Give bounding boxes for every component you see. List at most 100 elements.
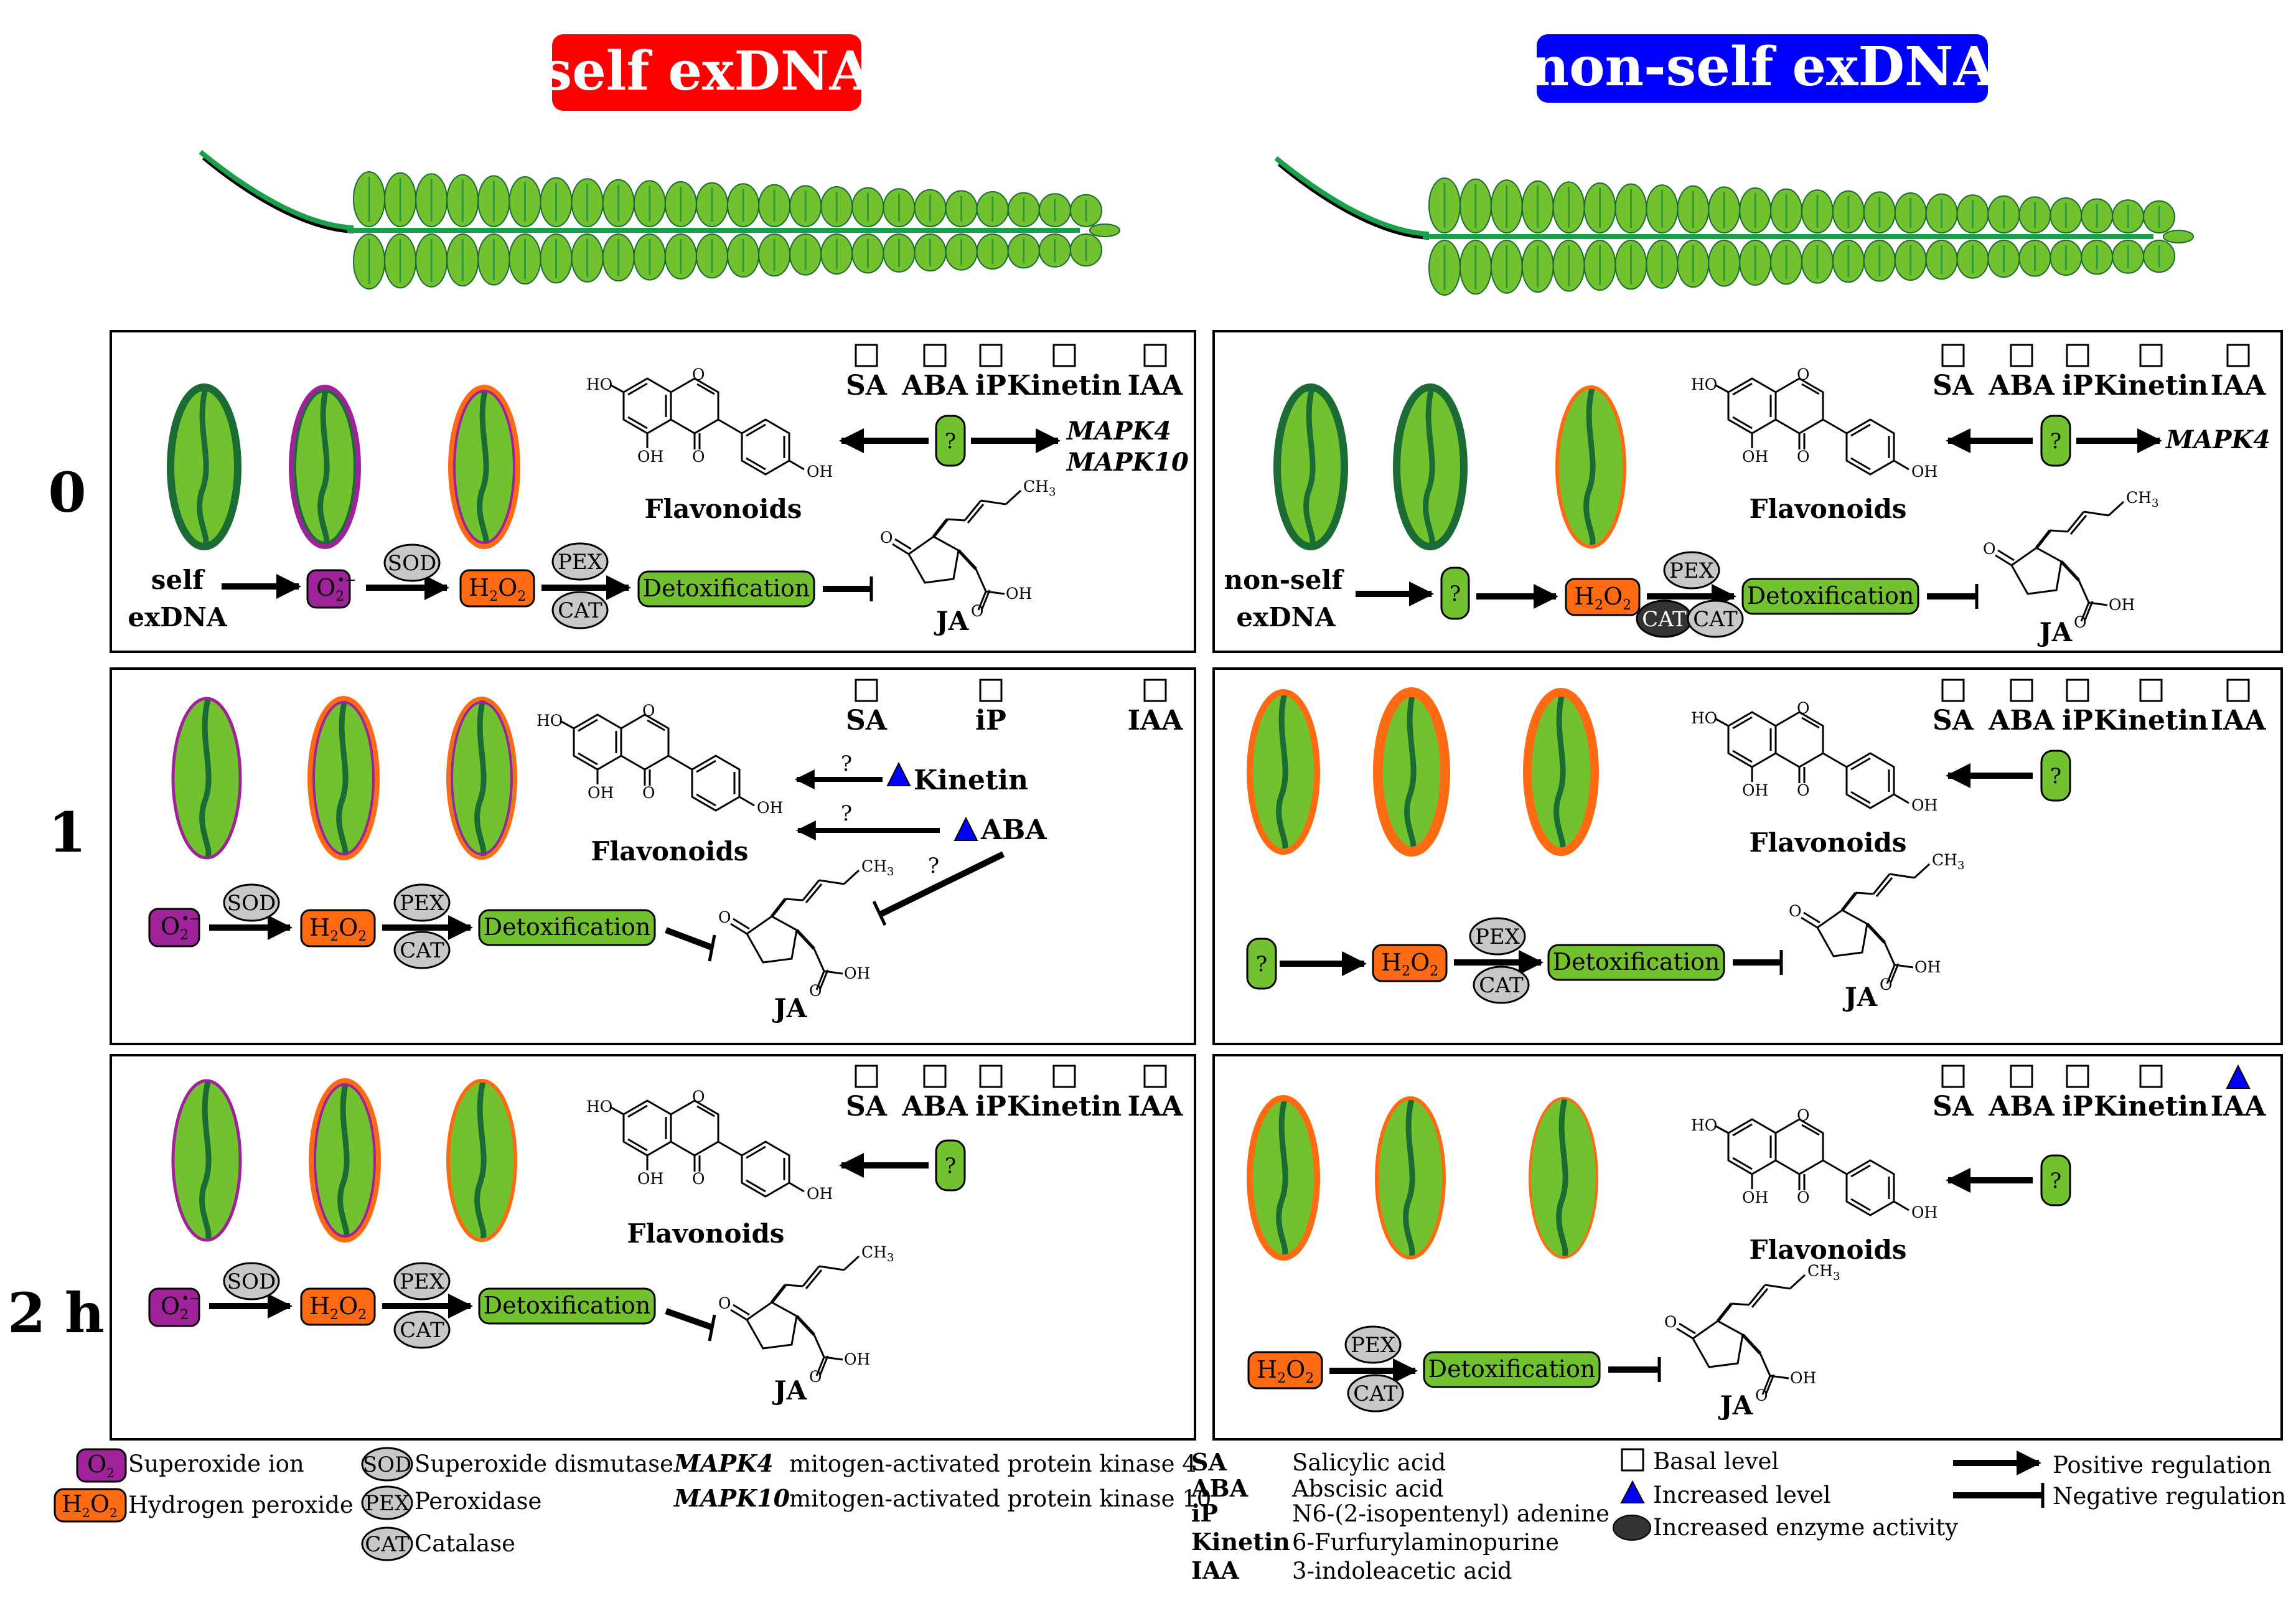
detox-pill — [1741, 578, 1919, 615]
pex-ellipse — [551, 542, 609, 581]
title-text: non-self exDNA — [1530, 35, 1996, 98]
legend-label: 6-Furfurylaminopurine — [1292, 1529, 1559, 1556]
legend-abbr: IAA — [1191, 1556, 1239, 1584]
superoxide-pill — [148, 908, 200, 947]
pex-label: PEX — [400, 891, 445, 916]
flavonoids-label: Flavonoids — [1750, 1234, 1907, 1265]
panel-nonself-2h — [1212, 1054, 2283, 1441]
leaf-cell-inner-border — [314, 1083, 376, 1238]
pathway-nonself-2h: H2O2 PEX CAT Detoxification — [1247, 1325, 1661, 1413]
pex-enzyme: PEX — [1663, 551, 1720, 590]
hormone-label-aba: ABA — [1988, 370, 2055, 402]
sod-ellipse — [383, 543, 441, 582]
increased-triangle-icon — [954, 816, 978, 841]
increased-triangle-icon — [1620, 1480, 1645, 1503]
basal-square-icon — [1143, 679, 1167, 702]
enzyme-activity-ellipse-icon — [1613, 1515, 1651, 1541]
leaf-cell-border — [446, 697, 517, 860]
atom-label: O — [809, 1368, 822, 1386]
atom-label: OH — [1006, 585, 1032, 603]
column-title-self: self exDNA — [542, 34, 872, 111]
legend-label: Positive regulation — [2053, 1452, 2272, 1479]
detoxification-node: Detoxification — [637, 570, 815, 608]
cat-swatch — [361, 1526, 413, 1561]
h2o2-symbol: H2O2 — [309, 1292, 367, 1323]
cat-label: CAT — [1353, 1381, 1398, 1406]
title-background — [552, 34, 861, 111]
legend-h2o2: H2O2 Hydrogen peroxide — [54, 1488, 354, 1523]
legend-label: 3-indoleacetic acid — [1292, 1558, 1512, 1584]
hormone-label-aba: ABA — [901, 1091, 968, 1122]
cat-enzyme-increased: CAT — [1636, 599, 1693, 638]
leaf-cell-inner-border — [453, 390, 515, 544]
leaf-cell-border — [1523, 688, 1599, 856]
atom-label: O — [971, 602, 984, 620]
legend-negative: Negative regulation — [1953, 1483, 2286, 1510]
atom-label: O — [1664, 1313, 1677, 1331]
pex-ellipse — [1469, 917, 1526, 956]
leaf-cell-border — [309, 1078, 381, 1243]
pex-label: PEX — [1669, 558, 1715, 583]
signaling-nonself-0h: ? MAPK4 — [1946, 415, 2270, 467]
legend-abbr: ABA — [1191, 1474, 1249, 1502]
sod-label: SOD — [227, 1269, 276, 1294]
leaf-cell-inner-border — [294, 390, 356, 544]
hormone-label-sa: SA — [1933, 1091, 1974, 1122]
hormone-label-sa: SA — [846, 705, 888, 736]
sod-label: SOD — [388, 551, 436, 576]
basal-square-icon — [979, 679, 1003, 702]
hormone-label-sa: SA — [846, 1091, 888, 1122]
detox-pill — [1423, 1351, 1601, 1388]
signaling-self-0h: ? MAPK4 MAPK10 — [839, 415, 1189, 477]
leaf-cell-border — [1393, 383, 1468, 550]
legend-label: Peroxidase — [415, 1488, 541, 1515]
basal-square-icon — [979, 344, 1003, 367]
mapk10-label: MAPK10 — [1066, 448, 1189, 477]
hormone-label-kinetin: Kinetin — [1007, 370, 1122, 402]
ja-label: JA — [2037, 617, 2073, 647]
pex-label: PEX — [1475, 924, 1521, 949]
cell-leaves-self-2h — [173, 1081, 515, 1240]
pex-ellipse — [393, 883, 451, 922]
legend-label: Superoxide ion — [128, 1450, 304, 1477]
flavonoids-label: Flavonoids — [1750, 494, 1907, 524]
hormone-label-aba: ABA — [1988, 705, 2055, 736]
legend-sa: SA Salicylic acid — [1191, 1448, 1446, 1476]
ja-label: JA — [1842, 982, 1878, 1012]
detox-pill — [1547, 944, 1725, 981]
hormone-label-ip: iP — [2062, 705, 2093, 736]
nonself-exdna-label: exDNA — [1236, 602, 1336, 632]
cat-label: CAT — [400, 938, 444, 963]
title-background — [1537, 34, 1988, 103]
atom-label: O — [1983, 540, 1996, 558]
atom-label: CH3 — [2126, 489, 2158, 510]
h2o2-node: H2O2 — [1247, 1351, 1323, 1389]
ja-molecule-icon — [1801, 864, 1929, 984]
legend-superoxide: O2 Superoxide ion — [76, 1448, 304, 1483]
legend-label: mitogen-activated protein kinase 4 — [789, 1450, 1197, 1477]
cat-ellipse — [1687, 599, 1744, 638]
atom-label: OH — [2109, 596, 2135, 614]
legend-pex: PEX Peroxidase — [361, 1485, 541, 1520]
basal-square-icon — [2010, 1065, 2033, 1088]
ja-molecule-icon — [731, 1256, 859, 1376]
atom-label: O — [2074, 613, 2087, 631]
legend-label: Abscisic acid — [1291, 1475, 1444, 1502]
uncertain-mark: ? — [841, 801, 852, 826]
h2o2-node: H2O2 — [459, 569, 535, 608]
hormone-label-iaa: IAA — [2211, 370, 2267, 402]
detox-label: Detoxification — [643, 575, 810, 602]
unknown-factor: ? — [1440, 567, 1470, 620]
aba-increased-label: ABA — [980, 814, 1047, 846]
sod-enzyme: SOD — [223, 1262, 280, 1300]
unknown-mark: ? — [2050, 1168, 2061, 1193]
